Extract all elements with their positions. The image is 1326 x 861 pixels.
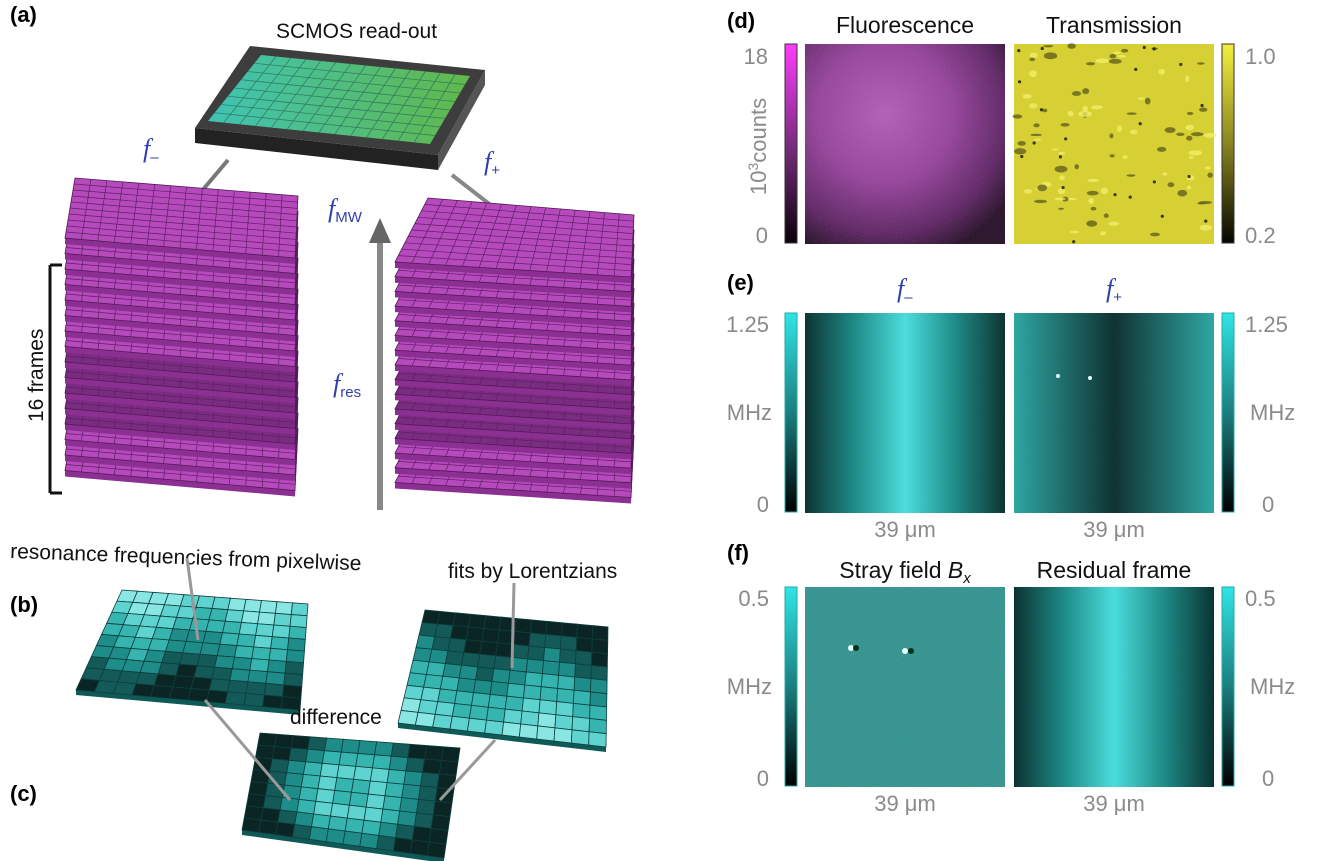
d-cbar-right-max: 1.0 bbox=[1245, 44, 1276, 69]
mw-arrow-head bbox=[369, 218, 391, 243]
panel-label-d: (d) bbox=[727, 8, 755, 33]
e-image-f-plus-noise bbox=[1014, 313, 1214, 513]
panel-label-a: (a) bbox=[10, 2, 37, 27]
difference-map bbox=[241, 732, 461, 861]
e-colorbar-right bbox=[1221, 312, 1235, 513]
d-title-transmission: Transmission bbox=[1046, 12, 1182, 38]
f-minus-label: f– bbox=[143, 134, 159, 166]
f-cbar-right-unit: MHz bbox=[1250, 674, 1295, 699]
resonance-map-minus bbox=[75, 589, 309, 715]
panel-label-f: (f) bbox=[727, 540, 749, 565]
f-cbar-left-unit: MHz bbox=[727, 674, 772, 699]
f-colorbar-left bbox=[784, 586, 798, 787]
f-plus-label: f+ bbox=[484, 147, 500, 179]
needle-b bbox=[185, 557, 200, 641]
e-scale-right: 39 μm bbox=[1083, 517, 1145, 542]
e-cbar-right-unit: MHz bbox=[1250, 400, 1295, 425]
connector-br-to-c bbox=[438, 738, 497, 802]
f-title-stray-field: Stray field Bx bbox=[839, 557, 971, 587]
d-colorbar-yellow bbox=[1221, 43, 1235, 244]
frames-bracket bbox=[48, 263, 62, 495]
d-cbar-unit: 103counts bbox=[745, 98, 771, 195]
e-dipole-1 bbox=[1056, 374, 1060, 378]
frames-label: 16 frames bbox=[25, 329, 48, 422]
frame-stack-plus bbox=[394, 197, 635, 504]
panel-label-e: (e) bbox=[727, 270, 754, 295]
f-cbar-left-min: 0 bbox=[757, 766, 769, 791]
e-cbar-left-max: 1.25 bbox=[726, 312, 769, 337]
e-cbar-left-unit: MHz bbox=[727, 400, 772, 425]
d-cbar-max: 18 bbox=[744, 44, 768, 69]
transmission-features bbox=[1012, 43, 1217, 244]
d-colorbar-magenta bbox=[784, 43, 798, 244]
camera-label: SCMOS read-out bbox=[276, 20, 437, 43]
needle-br bbox=[510, 582, 516, 669]
f-scale-right: 39 μm bbox=[1083, 791, 1145, 816]
f-cbar-left-max: 0.5 bbox=[738, 586, 769, 611]
difference-label: difference bbox=[290, 706, 382, 729]
e-colorbar-left bbox=[784, 312, 798, 513]
e-scale-left: 39 μm bbox=[874, 517, 936, 542]
connector-b-to-c bbox=[203, 699, 292, 801]
f-colorbar-right bbox=[1221, 586, 1235, 787]
f-cbar-right-min: 0 bbox=[1262, 766, 1274, 791]
caption-left: resonance frequencies from pixelwise bbox=[10, 540, 362, 575]
resonance-map-plus bbox=[397, 609, 609, 752]
d-cbar-right-min: 0.2 bbox=[1245, 223, 1276, 248]
f-mw-label: fMW bbox=[328, 194, 363, 226]
d-cbar-min: 0 bbox=[756, 223, 768, 248]
e-image-f-minus-noise bbox=[805, 313, 1005, 513]
scmos-camera bbox=[195, 46, 485, 170]
panel-label-c: (c) bbox=[10, 781, 37, 806]
e-dipole-2 bbox=[1088, 376, 1092, 380]
frame-stack-minus bbox=[64, 177, 299, 497]
d-title-fluorescence: Fluorescence bbox=[836, 12, 974, 38]
f-title-residual: Residual frame bbox=[1037, 557, 1192, 583]
f-scale-left: 39 μm bbox=[874, 791, 936, 816]
e-cbar-left-min: 0 bbox=[757, 492, 769, 517]
f-cbar-right-max: 0.5 bbox=[1245, 586, 1276, 611]
fluorescence-noise bbox=[805, 44, 1005, 244]
f-res-label: fres bbox=[333, 369, 361, 401]
e-title-f-plus: f+ bbox=[1106, 274, 1122, 306]
panel-label-b: (b) bbox=[10, 592, 38, 617]
f-image-residual-noise bbox=[1014, 587, 1214, 787]
f-stray-dipoles bbox=[848, 645, 914, 654]
f-image-stray-noise bbox=[805, 587, 1005, 787]
e-cbar-right-max: 1.25 bbox=[1245, 312, 1288, 337]
e-title-f-minus: f– bbox=[897, 274, 913, 306]
e-cbar-right-min: 0 bbox=[1262, 492, 1274, 517]
caption-right: fits by Lorentzians bbox=[448, 560, 617, 583]
transmission-image bbox=[1014, 44, 1214, 244]
